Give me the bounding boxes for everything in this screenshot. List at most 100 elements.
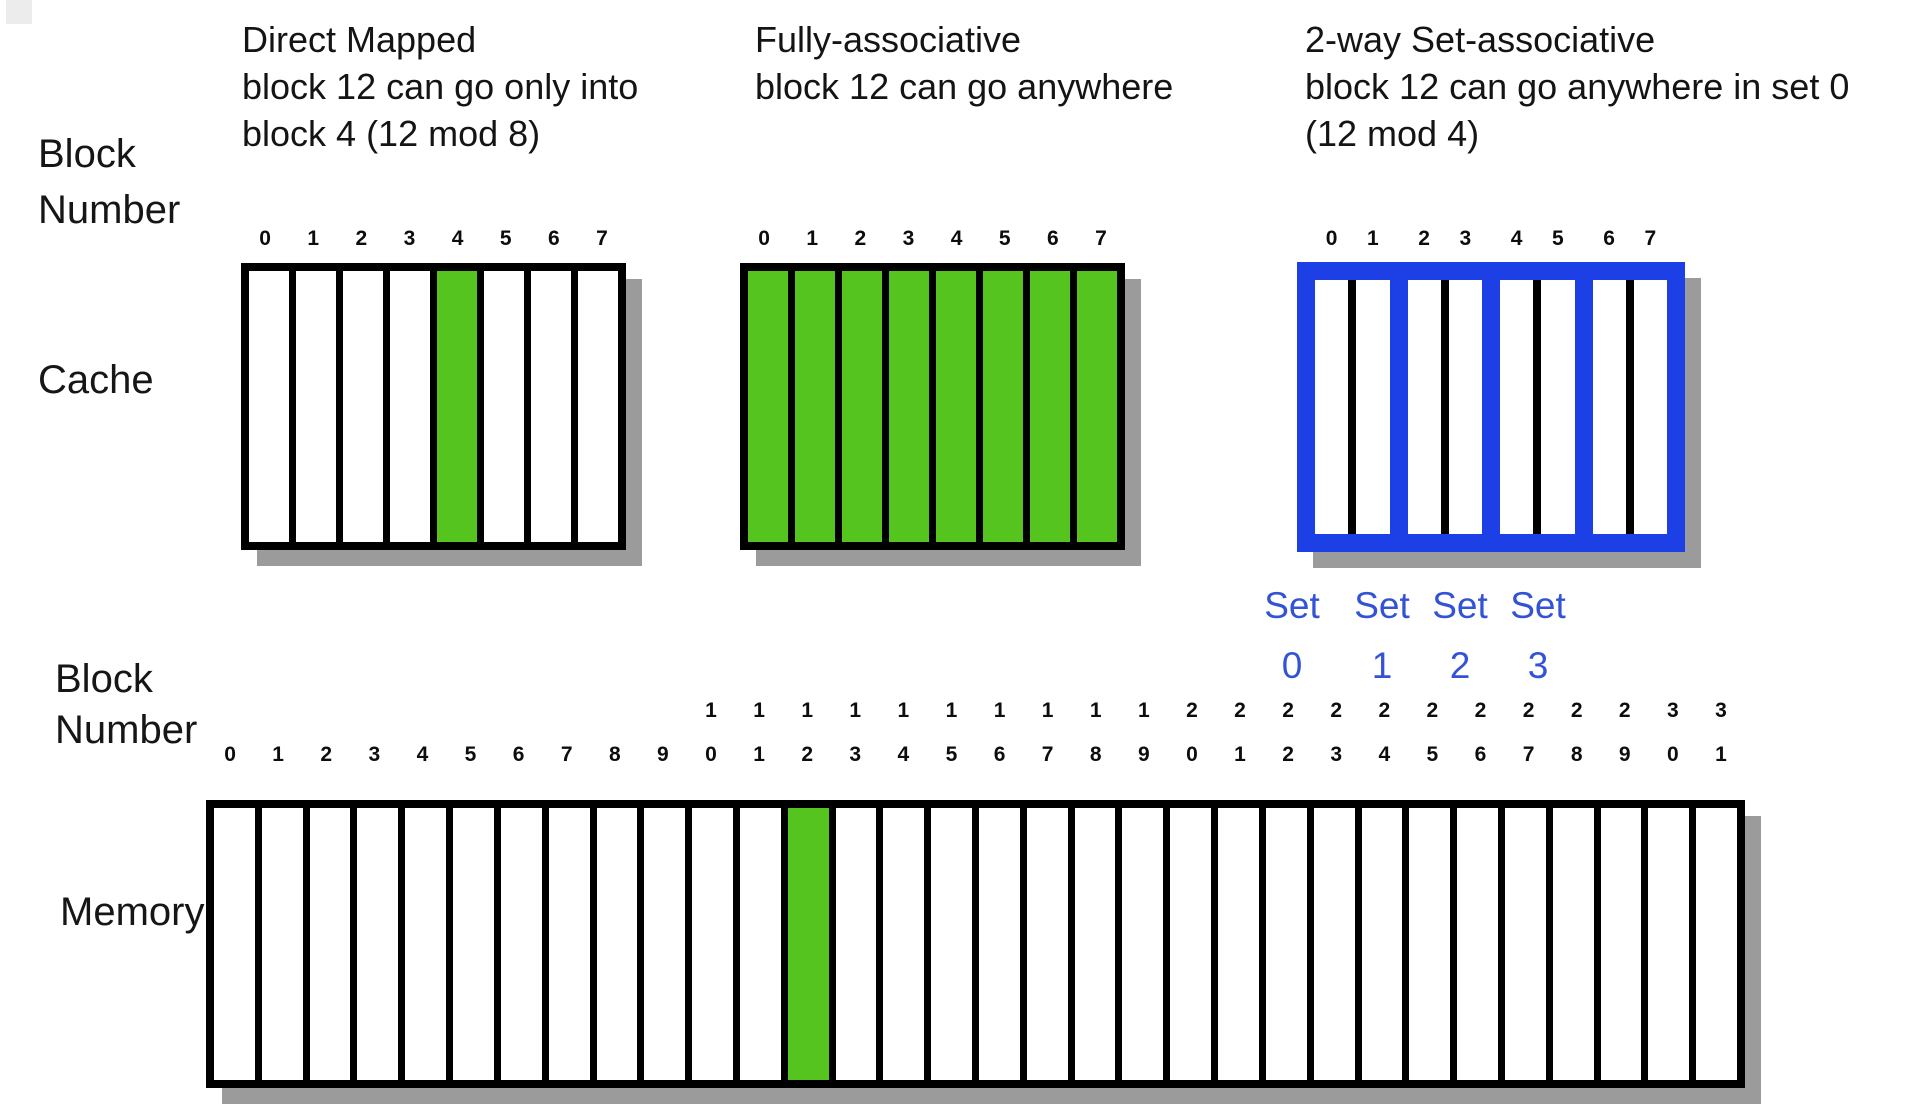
block-number-digit: 0	[705, 743, 717, 766]
block-number: 1	[307, 227, 320, 250]
cache-block	[1500, 280, 1534, 534]
block-number-digit: 1	[849, 699, 862, 722]
cache-fully-associative	[740, 263, 1125, 550]
text-line: Block	[55, 657, 153, 701]
block-number-digit: 9	[657, 743, 669, 766]
block-number-digit: 2	[1570, 699, 1583, 722]
block-number: 0	[259, 227, 271, 250]
memory-block-highlighted	[787, 808, 829, 1080]
cache-block	[1448, 280, 1482, 534]
block-number-digit: 2	[1186, 699, 1198, 722]
block-number-digit: 0	[1667, 743, 1679, 766]
set-number: 3	[1527, 645, 1549, 686]
block-number-digit	[350, 698, 398, 724]
set-word: Set	[1510, 585, 1566, 626]
memory-blocks	[206, 800, 1745, 1088]
memory-block	[692, 808, 733, 1080]
memory-block	[1696, 808, 1737, 1080]
block-number-digit: 1	[753, 699, 765, 722]
memory-block	[835, 808, 877, 1080]
block-number-digit: 1	[705, 699, 717, 722]
memory-block	[883, 808, 925, 1080]
cache-block-highlighted	[983, 271, 1023, 542]
block-number: 4	[451, 227, 464, 250]
block-number: 4	[950, 227, 963, 250]
text-line: Fully-associative	[755, 19, 1022, 60]
block-number: 3	[902, 227, 915, 250]
set-word: Set	[1264, 585, 1320, 626]
block-number-digit: 2	[1234, 699, 1246, 722]
memory-block	[1265, 808, 1307, 1080]
block-number-digit: 9	[1618, 743, 1631, 766]
text-line: Direct Mapped	[242, 19, 477, 60]
text-line: (12 mod 4)	[1305, 113, 1480, 154]
cache-block	[1633, 280, 1667, 534]
memory-block	[739, 808, 781, 1080]
block-number: 6	[1046, 227, 1059, 250]
cache-block-highlighted	[1356, 280, 1390, 534]
block-number-digit: 1	[1137, 699, 1150, 722]
memory-block	[1504, 808, 1546, 1080]
block-number-digit: 1	[272, 743, 284, 766]
cache-block-highlighted	[437, 271, 477, 542]
set-number: 0	[1281, 645, 1303, 686]
block-number-digit: 2	[1330, 699, 1343, 722]
text-line: block 12 can go anywhere in set 0	[1305, 66, 1850, 107]
block-number-digit: 3	[1715, 699, 1727, 722]
block-number-digit: 9	[1137, 743, 1150, 766]
cache-block-highlighted	[889, 271, 929, 542]
block-number: 1	[1367, 227, 1379, 250]
text-line: block 12 can go only into	[242, 66, 639, 107]
memory-block	[500, 808, 542, 1080]
memory-block	[214, 808, 255, 1080]
set-word: Set	[1354, 585, 1410, 626]
block-number-digit: 8	[608, 743, 621, 766]
block-number-digit: 0	[1186, 743, 1198, 766]
cache-block-highlighted	[1315, 280, 1349, 534]
cache-block	[343, 271, 383, 542]
cache-block-highlighted	[1077, 271, 1117, 542]
block-number-digit: 2	[1282, 743, 1294, 766]
cache-set-1	[1407, 280, 1482, 534]
block-number: 3	[1459, 227, 1472, 250]
cache-set-0	[1315, 280, 1390, 534]
cache-set-2	[1500, 280, 1575, 534]
block-number-digit: 1	[1041, 699, 1054, 722]
cache-set-associative	[1297, 262, 1685, 552]
memory-block	[548, 808, 590, 1080]
label-memory: Memory	[60, 890, 205, 934]
text-line: 2-way Set-associative	[1305, 19, 1656, 60]
memory-block	[1170, 808, 1212, 1080]
block-number-digit	[446, 698, 494, 724]
memory-block	[1026, 808, 1068, 1080]
block-number-digit: 1	[1234, 743, 1246, 766]
block-number-digit: 2	[1618, 699, 1631, 722]
set-number: 1	[1371, 645, 1393, 686]
set-label-0: Set 0	[1247, 576, 1337, 696]
block-number: 0	[758, 227, 770, 250]
memory-block	[979, 808, 1020, 1080]
block-number-digit	[591, 698, 639, 724]
block-number-digit: 1	[897, 699, 910, 722]
memory-block	[1122, 808, 1164, 1080]
memory-block	[309, 808, 351, 1080]
title-set-associative: 2-way Set-associative block 12 can go any…	[1305, 16, 1849, 157]
memory-block	[1648, 808, 1690, 1080]
block-number: 3	[403, 227, 416, 250]
cache-block	[484, 271, 524, 542]
block-number-digit: 2	[1522, 699, 1535, 722]
block-number-digit: 8	[1570, 743, 1583, 766]
block-number: 5	[998, 227, 1011, 250]
block-number: 5	[1552, 227, 1564, 250]
block-number-digit: 5	[464, 743, 477, 766]
block-number-digit: 2	[1426, 699, 1439, 722]
block-number-digit: 8	[1089, 743, 1102, 766]
memory-block	[931, 808, 972, 1080]
cache-block-highlighted	[842, 271, 882, 542]
